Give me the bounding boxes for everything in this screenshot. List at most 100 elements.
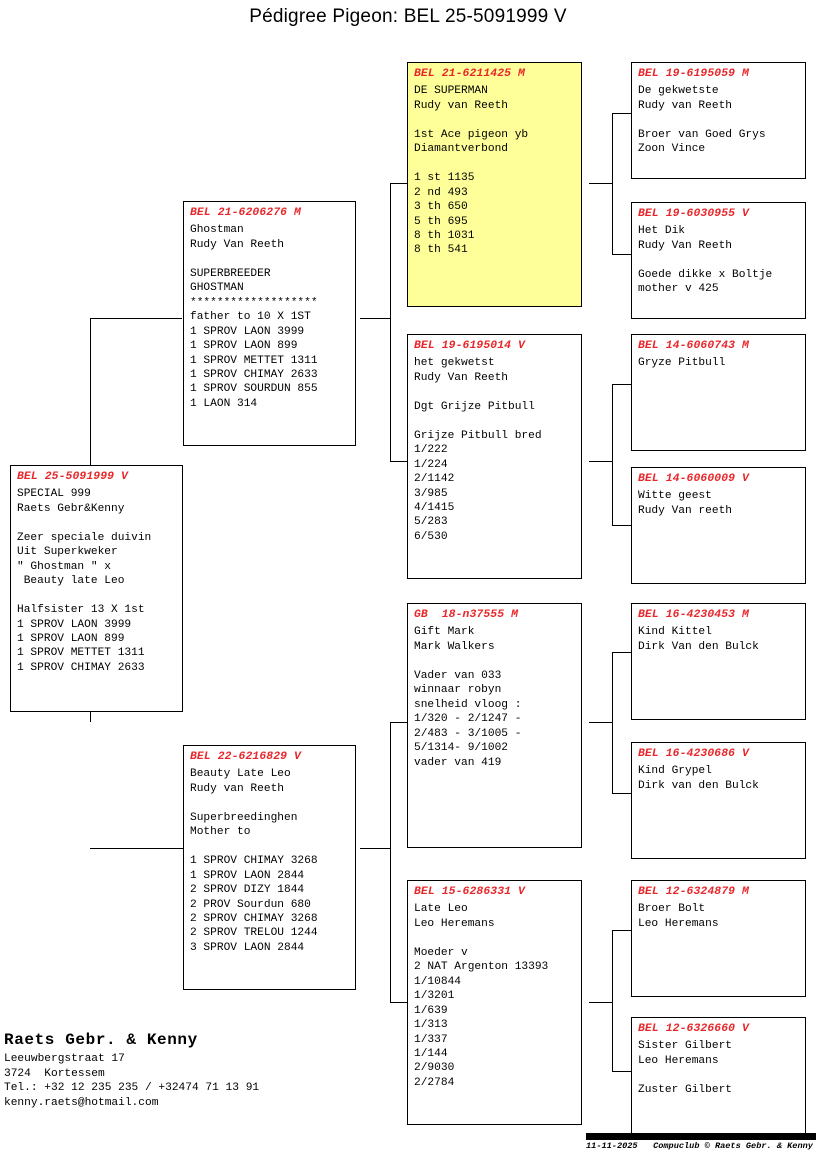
owner-email: kenny.raets@hotmail.com [4, 1096, 159, 1109]
detail-line: GHOSTMAN [190, 282, 244, 295]
detail-line: 1/639 [414, 1004, 448, 1017]
detail-line: Rudy van Reeth [638, 99, 732, 112]
detail-line: 1 SPROV LAON 3999 [17, 618, 132, 631]
detail-line [414, 385, 576, 399]
detail-line [638, 253, 800, 267]
detail-line: Beauty Late Leo [190, 768, 291, 781]
detail-line: 6/530 [414, 530, 448, 543]
detail-line: Dgt Grijze Pitbull [414, 400, 535, 413]
ring-number-dam-dam: BEL 15-6286331 V [414, 886, 525, 898]
detail-line: 1 LAON 314 [190, 397, 258, 410]
detail-line: het gekwetst [414, 357, 495, 370]
connector-gg6-stub [612, 793, 631, 794]
detail-line: 8 th 541 [414, 244, 468, 257]
ring-number-gg6: BEL 16-4230686 V [638, 748, 749, 760]
detail-line [190, 840, 350, 854]
detail-line [414, 414, 576, 428]
detail-line: Vader van 033 [414, 669, 502, 682]
detail-line: 1/224 [414, 458, 448, 471]
connector-gg2-stub [612, 254, 631, 255]
detail-line [17, 589, 177, 603]
detail-line: SPECIAL 999 [17, 488, 91, 501]
detail-line: " Ghostman " x [17, 560, 111, 573]
detail-line: Leo Heremans [638, 917, 719, 930]
owner-street: Leeuwbergstraat 17 [4, 1053, 125, 1065]
detail-line: Ghostman [190, 224, 244, 237]
detail-line: 2/2784 [414, 1076, 455, 1089]
detail-line: Dirk van den Bulck [638, 779, 759, 792]
ring-number-gg2: BEL 19-6030955 V [638, 208, 749, 220]
connector-damdam-out [589, 1002, 613, 1003]
detail-line: 1/313 [414, 1019, 448, 1032]
pedigree-box-gg3[interactable]: BEL 14-6060743 M Gryze Pitbull [631, 334, 806, 451]
detail-line [190, 252, 350, 266]
owner-city: 3724 Kortessem [4, 1067, 105, 1080]
connector-siresire-stub [390, 183, 408, 184]
detail-line: Rudy Van Reeth [190, 238, 284, 251]
detail-line: Zuster Gilbert [638, 1083, 732, 1096]
detail-line: Rudy van Reeth [190, 782, 284, 795]
detail-line: winnaar robyn [414, 684, 502, 697]
detail-line: 1 SPROV METTET 1311 [17, 647, 145, 660]
detail-line [414, 113, 576, 127]
detail-line: 2 SPROV CHIMAY 3268 [190, 912, 318, 925]
detail-line: Sister Gilbert [638, 1040, 732, 1053]
detail-line: 2 SPROV DIZY 1844 [190, 884, 305, 897]
connector-damsire-out [589, 722, 613, 723]
detail-line: 2/1142 [414, 473, 455, 486]
connector-gg3-gg4-vertical [612, 384, 613, 525]
connector-gg8-stub [612, 1071, 631, 1072]
connector-siredam-out [589, 461, 613, 462]
detail-line: mother v 425 [638, 283, 719, 296]
ring-number-gg7: BEL 12-6324879 M [638, 886, 749, 898]
ring-number-dam: BEL 22-6216829 V [190, 751, 301, 763]
detail-line: Raets Gebr&Kenny [17, 502, 125, 515]
owner-phone: Tel.: +32 12 235 235 / +32474 71 13 91 [4, 1082, 260, 1095]
detail-line: 1 SPROV LAON 2844 [190, 869, 305, 882]
detail-line [190, 796, 350, 810]
detail-line: 8 th 1031 [414, 229, 475, 242]
detail-line: 1 st 1135 [414, 172, 475, 185]
detail-line: 5/1314- 9/1002 [414, 742, 508, 755]
connector-subject-drop [90, 712, 91, 722]
detail-line: 2/483 - 3/1005 - [414, 727, 522, 740]
detail-line: Zeer speciale duivin [17, 531, 152, 544]
connector-gg4-stub [612, 525, 631, 526]
ring-number-dam-sire: GB 18-n37555 M [414, 609, 519, 621]
detail-line: 1 SPROV LAON 3999 [190, 325, 305, 338]
connector-siresire-out [589, 183, 613, 184]
detail-line: Kind Kittel [638, 626, 712, 639]
detail-line: Diamantverbond [414, 143, 508, 156]
detail-line: 1/222 [414, 444, 448, 457]
connector-dam-stub [90, 848, 183, 849]
owner-footer: Raets Gebr. & Kenny Leeuwbergstraat 17 3… [4, 1031, 259, 1110]
footer-credit: 11-11-2025 Compuclub © Raets Gebr. & Ken… [586, 1141, 816, 1151]
detail-line: Gift Mark [414, 626, 475, 639]
detail-line: Kind Grypel [638, 765, 712, 778]
detail-line [414, 931, 576, 945]
footer-date: 11-11-2025 [586, 1141, 638, 1151]
